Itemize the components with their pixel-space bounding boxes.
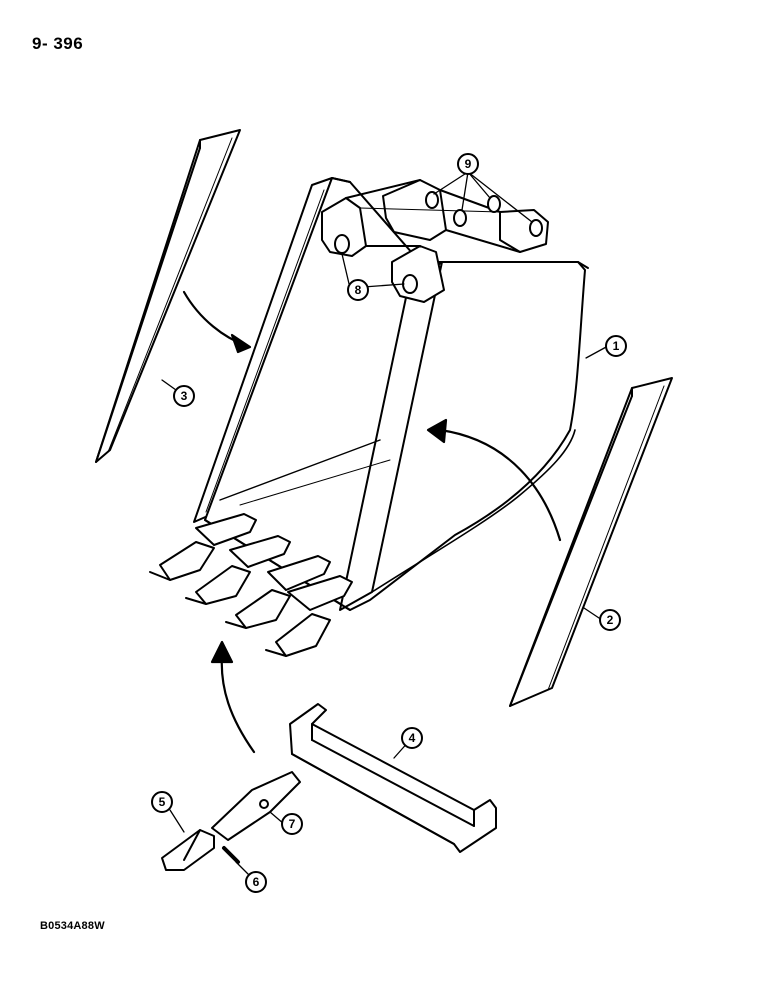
bucket-teeth <box>149 513 353 657</box>
svg-text:4: 4 <box>409 731 416 745</box>
pin-hole-6 <box>529 219 543 237</box>
svg-text:6: 6 <box>253 875 260 889</box>
tooth-adapter <box>211 771 301 841</box>
svg-text:7: 7 <box>289 817 296 831</box>
callout-7: 7 <box>281 813 303 835</box>
callout-5: 5 <box>151 791 173 813</box>
svg-text:1: 1 <box>613 339 620 353</box>
page-number: 9- 396 <box>32 34 84 53</box>
assembly-arrows <box>182 290 562 754</box>
pin-hole-3 <box>425 191 439 209</box>
pin-hole-4 <box>453 209 467 227</box>
svg-text:9: 9 <box>465 157 472 171</box>
bucket-body <box>193 177 589 611</box>
callout-2: 2 <box>599 609 621 631</box>
pin-hole-5 <box>487 195 501 213</box>
tooth-tip <box>161 829 215 871</box>
tooth-1 <box>149 513 257 581</box>
svg-text:2: 2 <box>607 613 614 627</box>
pin-hole-2 <box>402 274 418 294</box>
svg-text:5: 5 <box>159 795 166 809</box>
pin-hole-1 <box>334 234 350 254</box>
cutting-edge <box>289 703 497 853</box>
bucket-hitch <box>321 179 549 303</box>
callout-6: 6 <box>245 871 267 893</box>
tooth-pin <box>222 846 240 864</box>
callout-8: 8 <box>347 279 369 301</box>
callout-1: 1 <box>605 335 627 357</box>
svg-text:8: 8 <box>355 283 362 297</box>
tooth-2 <box>185 535 291 605</box>
tooth-4 <box>265 575 353 657</box>
tooth-3 <box>225 555 331 629</box>
side-cutter-left <box>95 129 241 463</box>
side-cutter-right <box>509 377 673 707</box>
callout-4: 4 <box>401 727 423 749</box>
callout-9: 9 <box>457 153 479 175</box>
figure-code: B0534A88W <box>40 920 105 932</box>
svg-text:3: 3 <box>181 389 188 403</box>
callout-3: 3 <box>173 385 195 407</box>
